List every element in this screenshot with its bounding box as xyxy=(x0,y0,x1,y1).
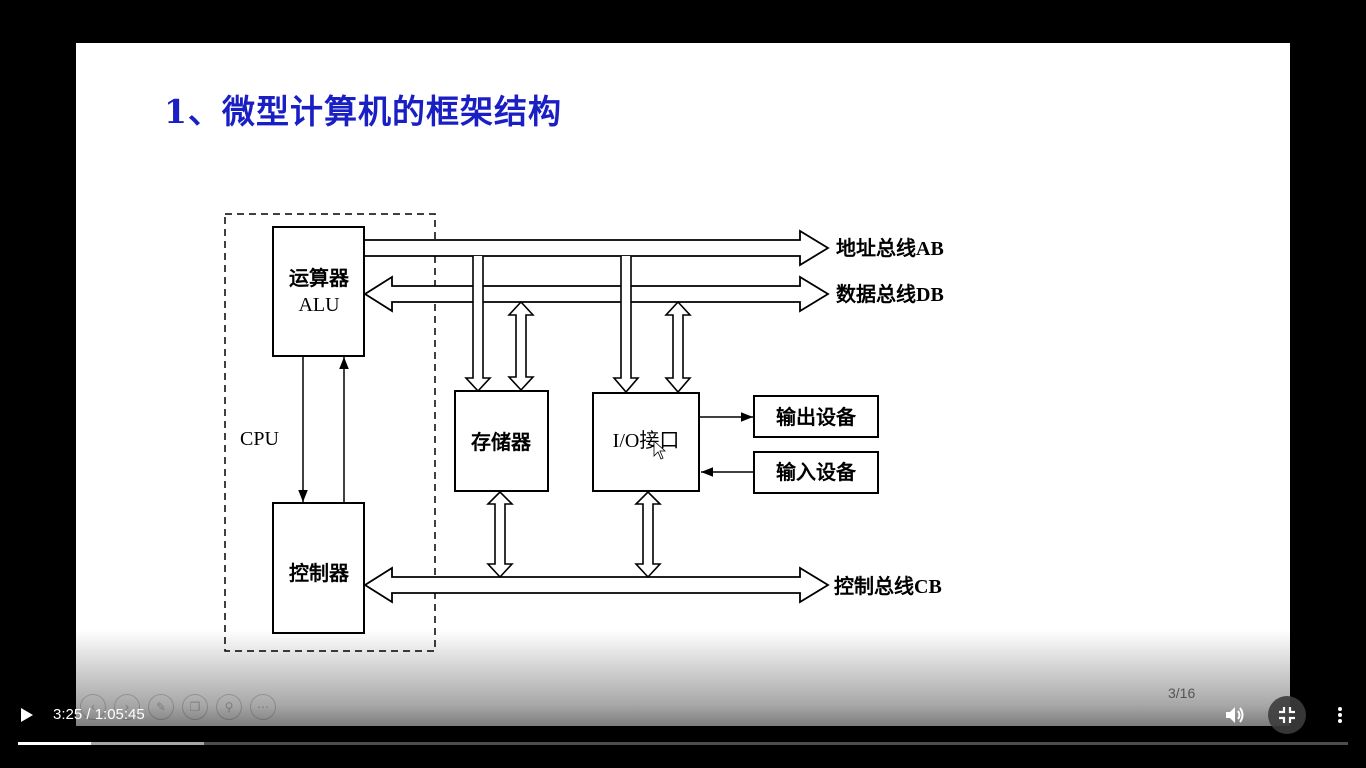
input-device-label: 输入设备 xyxy=(776,460,857,484)
control-bus-arrow xyxy=(363,566,830,604)
play-button[interactable] xyxy=(14,702,40,728)
address-to-memory-arrow xyxy=(464,256,492,393)
fullscreen-exit-icon xyxy=(1279,707,1295,723)
address-bus-label: 地址总线AB xyxy=(836,236,944,260)
data-bus-label: 数据总线DB xyxy=(836,282,944,306)
io-interface-label: I/O接口 xyxy=(613,429,680,452)
time-display: 3:25 / 1:05:45 xyxy=(53,706,145,723)
more-options-button[interactable] xyxy=(1330,702,1350,728)
address-to-io-arrow xyxy=(612,256,640,394)
controller-box xyxy=(272,502,365,634)
play-icon xyxy=(21,708,33,722)
control-bus-label: 控制总线CB xyxy=(834,574,942,598)
progress-bar[interactable] xyxy=(18,742,1348,745)
copy-icon[interactable]: ❐ xyxy=(182,694,208,720)
address-bus-arrow xyxy=(365,229,830,267)
volume-button[interactable] xyxy=(1222,702,1248,728)
memory-control-arrow xyxy=(486,490,514,579)
zoom-icon[interactable]: ⚲ xyxy=(216,694,242,720)
memory-box xyxy=(454,390,549,492)
architecture-diagram: CPU 运算器 ALU 控制器 地址总线AB 数据总线DB 存储器 I/O接口 xyxy=(224,213,944,652)
slide-page-indicator: 3/16 xyxy=(1168,685,1196,701)
pen-icon[interactable]: ✎ xyxy=(148,694,174,720)
controller-label: 控制器 xyxy=(289,561,350,585)
mouse-cursor-icon xyxy=(653,440,667,460)
data-bus-arrow xyxy=(363,275,830,313)
io-interface-box xyxy=(592,392,700,492)
fullscreen-exit-button[interactable] xyxy=(1268,696,1306,734)
cpu-label: CPU xyxy=(240,428,279,450)
memory-label: 存储器 xyxy=(471,430,532,454)
input-device-box xyxy=(753,451,879,494)
slide: 1、微型计算机的框架结构 CPU 运算器 ALU 控制器 地址总线AB xyxy=(76,43,1290,726)
volume-icon xyxy=(1226,707,1244,723)
data-memory-arrow xyxy=(507,300,535,392)
progress-buffered xyxy=(18,742,205,745)
progress-played xyxy=(18,742,92,745)
more-icon[interactable]: ⋯ xyxy=(250,694,276,720)
output-device-label: 输出设备 xyxy=(776,405,857,429)
alu-label-cn: 运算器 xyxy=(289,266,350,290)
alu-box xyxy=(272,226,365,357)
output-device-box xyxy=(753,395,879,438)
slide-title: 1、微型计算机的框架结构 xyxy=(164,92,562,131)
data-io-arrow xyxy=(664,300,692,394)
kebab-menu-icon xyxy=(1338,707,1342,723)
alu-label-en: ALU xyxy=(298,294,340,316)
io-control-arrow xyxy=(634,490,662,579)
